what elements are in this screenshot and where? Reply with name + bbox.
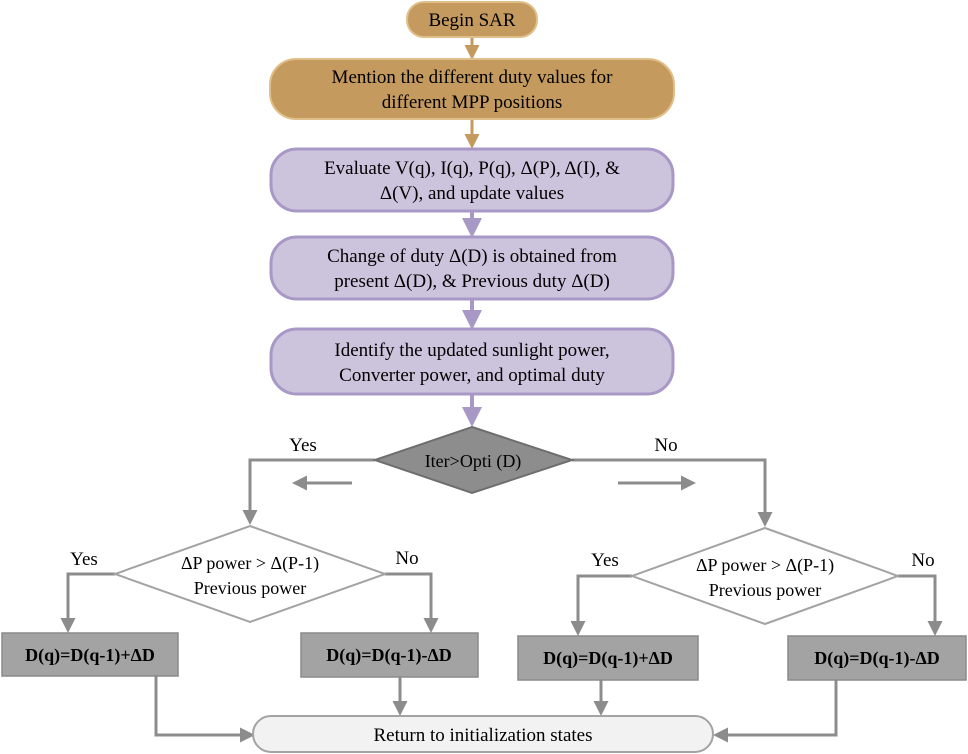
right-inc-duty-label: D(q)=D(q-1)+ΔD (543, 648, 673, 669)
return-label: Return to initialization states (374, 725, 593, 746)
connector-box4-to-return (713, 680, 838, 743)
identify-line-2: Converter power, and optimal duty (339, 365, 605, 386)
right-no-label: No (911, 550, 934, 571)
begin-label: Begin SAR (428, 10, 515, 31)
left-power-decision: ΔP power > Δ(P-1) Previous power (112, 524, 388, 624)
iter-decision: Iter>Opti (D) (371, 425, 576, 495)
connectors (60, 37, 943, 743)
right-decision-line-1: ΔP power > Δ(P-1) (696, 555, 834, 576)
mention-line-2: different MPP positions (382, 92, 563, 113)
left-dec-duty-box: D(q)=D(q-1)-ΔD (300, 632, 479, 678)
evaluate-line-2: Δ(V), and update values (380, 183, 564, 204)
right-yes-label: Yes (591, 550, 619, 571)
connector-left-no (385, 572, 439, 633)
iter-label: Iter>Opti (D) (425, 451, 522, 472)
identify-line-1: Identify the updated sunlight power, (334, 340, 609, 361)
mention-node: Mention the different duty values for di… (269, 58, 675, 120)
connector-box1-to-return (154, 676, 255, 743)
evaluate-line-1: Evaluate V(q), I(q), P(q), Δ(P), Δ(I), & (324, 158, 620, 179)
change-line-1: Change of duty Δ(D) is obtained from (327, 246, 617, 267)
left-yes-label: Yes (70, 549, 98, 570)
return-node: Return to initialization states (252, 715, 714, 753)
iter-no-label: No (654, 435, 677, 456)
connector-iter-no (572, 458, 773, 527)
right-dec-duty-box: D(q)=D(q-1)-ΔD (787, 635, 967, 681)
right-inc-duty-box: D(q)=D(q-1)+ΔD (517, 635, 699, 681)
left-decision-line-1: ΔP power > Δ(P-1) (181, 553, 319, 574)
left-inc-duty-label: D(q)=D(q-1)+ΔD (25, 645, 155, 666)
change-line-2: present Δ(D), & Previous duty Δ(D) (334, 271, 610, 292)
evaluate-node: Evaluate V(q), I(q), P(q), Δ(P), Δ(I), &… (269, 147, 675, 213)
connector-right-yes (570, 574, 632, 636)
identify-node: Identify the updated sunlight power, Con… (269, 327, 675, 396)
connector-right-no (898, 574, 943, 636)
connector-iter-yes (242, 458, 375, 525)
right-decision-line-2: Previous power (709, 580, 821, 600)
left-dec-duty-label: D(q)=D(q-1)-ΔD (326, 645, 452, 666)
connector-left-yes (60, 572, 115, 633)
right-dec-duty-label: D(q)=D(q-1)-ΔD (814, 648, 940, 669)
left-decision-line-2: Previous power (194, 578, 306, 598)
left-inc-duty-box: D(q)=D(q-1)+ΔD (1, 632, 179, 677)
iter-yes-label: Yes (289, 435, 317, 456)
change-duty-node: Change of duty Δ(D) is obtained from pre… (269, 235, 675, 301)
begin-node: Begin SAR (406, 1, 538, 38)
left-no-label: No (395, 548, 418, 569)
right-power-decision: ΔP power > Δ(P-1) Previous power (629, 526, 901, 626)
mention-line-1: Mention the different duty values for (332, 67, 614, 88)
